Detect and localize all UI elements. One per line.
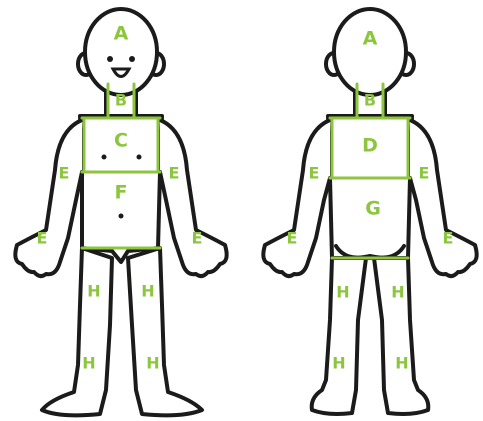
front-label-neck: B [115,91,127,110]
back-label-right-calf: H [395,354,408,373]
front-label-left-upper-arm: E [59,164,70,183]
back-label-head: A [363,28,378,50]
front-left-eye [107,56,113,62]
back-label-left-lower-arm: E [287,229,298,248]
front-label-right-upper-arm: E [169,164,180,183]
front-label-head: A [114,23,129,45]
front-label-left-shin: H [82,354,95,373]
back-label-neck: B [364,91,376,110]
back-right-arm [410,120,477,276]
front-label-right-shin: H [146,354,159,373]
front-right-arm [160,120,227,276]
back-label-left-thigh: H [336,283,349,302]
front-left-nipple [102,155,107,160]
back-label-left-upper-arm: E [309,164,320,183]
back-label-upper-back: D [362,135,378,157]
back-left-leg [312,258,366,414]
front-label-abdomen: F [115,182,128,204]
back-label-right-thigh: H [391,283,404,302]
back-label-right-lower-arm: E [443,229,454,248]
back-label-left-calf: H [332,354,345,373]
front-right-eye [129,56,135,62]
front-left-arm [15,120,82,276]
back-right-leg [374,258,428,414]
front-navel [119,214,124,219]
front-label-left-thigh: H [87,282,100,301]
back-left-arm [263,120,330,276]
back-label-lower-back: G [365,198,381,220]
front-label-chest: C [114,130,128,152]
front-label-right-lower-arm: E [192,229,203,248]
back-label-right-upper-arm: E [419,164,430,183]
front-label-left-lower-arm: E [37,229,48,248]
front-figure [15,9,226,415]
front-right-nipple [137,155,142,160]
front-label-right-thigh: H [141,282,154,301]
back-head [334,9,406,95]
